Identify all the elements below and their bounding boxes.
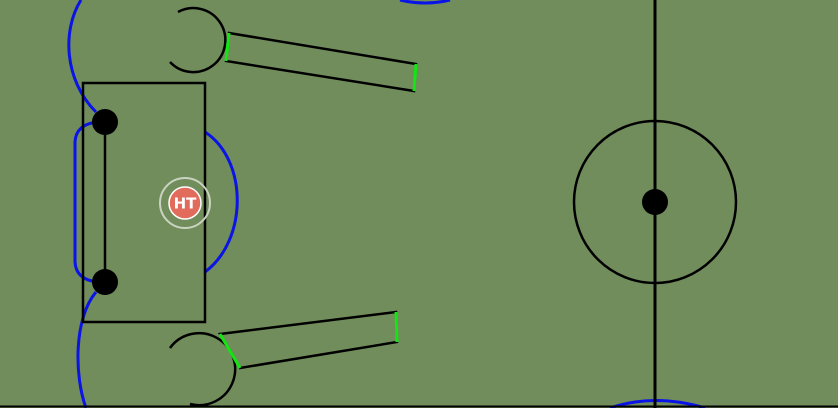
- boundary-arc-upper-left: [67, 0, 98, 114]
- token-body: [168, 186, 202, 220]
- token-ring: [159, 177, 211, 229]
- boundary-arc-top: [399, 0, 451, 5]
- center-circle: [572, 119, 738, 285]
- arm-lower-end-far: [394, 311, 399, 343]
- arm-upper-end-far: [412, 63, 418, 92]
- goal-post-bottom[interactable]: [92, 269, 118, 295]
- goal-side-bracket: [73, 120, 99, 284]
- goal-box: [81, 81, 207, 324]
- center-spot: [642, 189, 668, 215]
- arm-upper-end-near: [224, 32, 231, 62]
- goal-post-top[interactable]: [92, 109, 118, 135]
- boundary-arc-lower-left: [76, 291, 98, 408]
- arm-lower-end-near: [218, 333, 242, 369]
- pivot-hub-upper: [169, 6, 227, 74]
- goal-front-arc: [204, 130, 239, 274]
